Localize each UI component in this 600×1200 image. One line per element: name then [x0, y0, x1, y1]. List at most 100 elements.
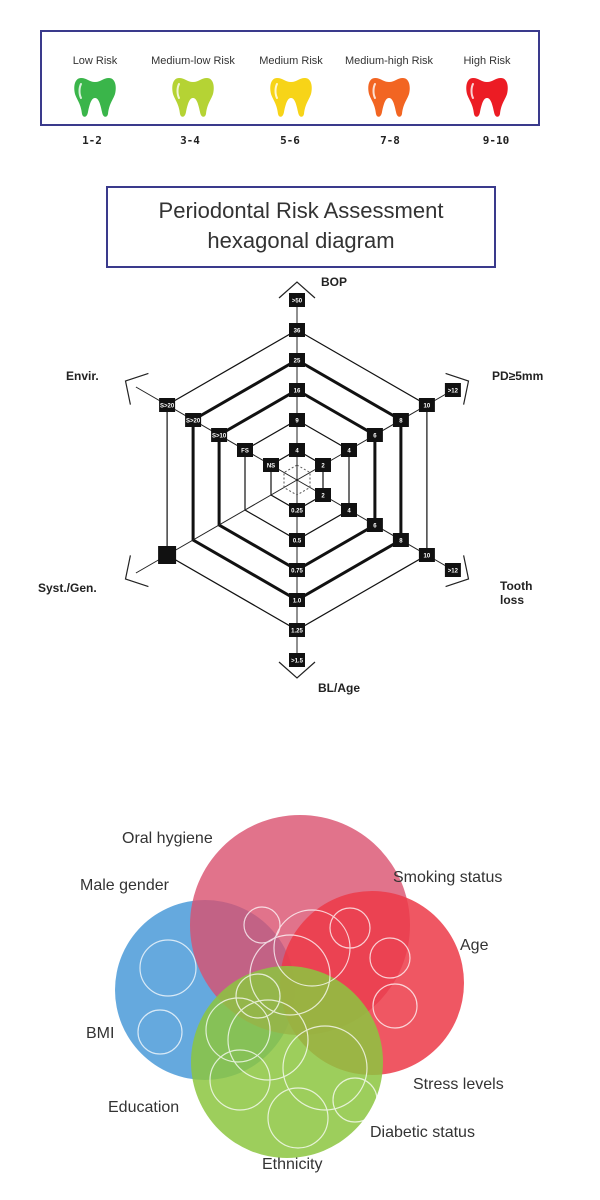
- tick-label: S>20: [160, 404, 175, 410]
- orange-tooth-icon: [368, 78, 410, 117]
- venn-label-male-gender: Male gender: [80, 877, 170, 894]
- hexagon-inner-ring: [283, 464, 311, 496]
- tick-marker: [289, 413, 305, 427]
- tick-label: 10: [424, 554, 431, 560]
- green-tooth-icon: [74, 78, 116, 117]
- risk-label-low: Low Risk: [72, 55, 118, 67]
- tick-marker: [159, 398, 176, 412]
- tick-marker: [289, 323, 305, 337]
- venn-inner-circles: [137, 906, 418, 1149]
- venn-label-oral-hygiene: Oral hygiene: [122, 830, 213, 847]
- tick-label: 4: [347, 449, 351, 455]
- axis-label-envir: Envir.: [66, 369, 99, 383]
- tick-label: 1.0: [293, 599, 302, 605]
- tick-marker: [392, 413, 409, 427]
- venn-label-ethnicity: Ethnicity: [262, 1156, 322, 1173]
- tick-label: 9: [295, 419, 299, 425]
- tick-marker: [185, 413, 202, 427]
- hexagon-title-line2: hexagonal diagram: [207, 228, 395, 253]
- tick-marker: [366, 518, 383, 532]
- tick-label: 2: [321, 464, 325, 470]
- tick-label: 4: [295, 449, 299, 455]
- axis-arrow-icon: [124, 555, 149, 588]
- tick-label: 10: [424, 404, 431, 410]
- tick-marker: [289, 293, 305, 307]
- tick-marker: [418, 548, 435, 562]
- venn-label-diabetic-status: Diabetic status: [370, 1124, 475, 1141]
- axis-label-tooth-loss-2: loss: [500, 593, 524, 607]
- axis-label-bop: BOP: [321, 275, 347, 289]
- hexagon-tick-markers: 49162536>50246810>12246810>120.250.50.75…: [158, 293, 461, 667]
- tick-marker: [211, 428, 228, 442]
- tick-marker: [392, 533, 409, 547]
- axis-label-syst-gen: Syst./Gen.: [38, 581, 97, 595]
- tick-label: 1.25: [291, 629, 303, 635]
- axis-arrow-icon: [445, 372, 470, 405]
- tick-marker: [289, 653, 305, 667]
- risk-item-medium-low: Medium-low Risk: [143, 32, 243, 124]
- risk-item-medium-high: Medium-high Risk: [339, 32, 439, 124]
- tick-label: FS: [241, 449, 249, 455]
- risk-range-high: 9-10: [482, 134, 510, 147]
- tick-marker: [237, 443, 253, 457]
- tick-label: 6: [373, 434, 377, 440]
- tick-marker: [315, 458, 331, 472]
- venn-label-age: Age: [460, 937, 489, 954]
- tick-marker: [418, 398, 435, 412]
- axis-label-pd: PD≥5mm: [492, 369, 543, 383]
- tick-label: >12: [448, 389, 459, 395]
- tick-label: 8: [399, 539, 403, 545]
- tick-label: 25: [294, 359, 301, 365]
- axis-arrow-icon: [278, 661, 316, 679]
- hexagon-title-line1: Periodontal Risk Assessment: [158, 198, 444, 223]
- tick-label: 16: [294, 389, 301, 395]
- axis-arrow-icon: [278, 281, 316, 299]
- risk-label-high: High Risk: [463, 55, 511, 67]
- venn-label-bmi: BMI: [86, 1025, 114, 1042]
- tick-marker: [289, 353, 305, 367]
- axis-label-bl-age: BL/Age: [318, 681, 360, 695]
- risk-legend: Low Risk Medium-low Risk Medium Risk Med…: [40, 30, 540, 126]
- tick-marker: [366, 428, 383, 442]
- tick-label: 0.75: [291, 569, 303, 575]
- tick-label: >1.5: [291, 659, 304, 665]
- tick-marker: [289, 533, 305, 547]
- axis-arrow-icon: [445, 555, 470, 588]
- hexagon-title-box: Periodontal Risk Assessment hexagonal di…: [106, 186, 496, 268]
- risk-label-medium: Medium Risk: [259, 55, 323, 67]
- axis-arrow-icon: [124, 372, 149, 405]
- venn-label-education: Education: [108, 1099, 179, 1116]
- tick-marker: [289, 593, 305, 607]
- risk-item-high: High Risk: [437, 32, 537, 124]
- risk-label-medium-low: Medium-low Risk: [151, 55, 235, 67]
- venn-circle-green: [191, 966, 383, 1158]
- risk-range-medium-high: 7-8: [380, 134, 400, 147]
- tick-label: S>10: [212, 434, 227, 440]
- risk-range-medium-low: 3-4: [180, 134, 200, 147]
- hexagon-axis-arrows: [124, 281, 470, 679]
- tick-label: 0.25: [291, 509, 303, 515]
- tick-marker: [315, 488, 331, 502]
- tick-marker: [289, 623, 305, 637]
- tick-label: 6: [373, 524, 377, 530]
- tick-marker: [444, 383, 461, 397]
- tick-label: 4: [347, 509, 351, 515]
- venn-label-smoking-status: Smoking status: [393, 869, 502, 886]
- risk-label-medium-high: Medium-high Risk: [344, 55, 434, 67]
- tick-label: S>20: [186, 419, 201, 425]
- tick-marker: [341, 443, 357, 457]
- tick-label: NS: [267, 464, 275, 470]
- tick-marker: [289, 383, 305, 397]
- tick-label: >12: [448, 569, 459, 575]
- venn-label-stress-levels: Stress levels: [413, 1076, 504, 1093]
- tick-label: >50: [292, 299, 303, 305]
- risk-range-low: 1-2: [82, 134, 102, 147]
- hexagonal-diagram: 49162536>50246810>12246810>120.250.50.75…: [38, 275, 543, 695]
- syst-gen-marker: [158, 546, 177, 564]
- hexagon-grid: [135, 294, 459, 666]
- yellow-green-tooth-icon: [172, 78, 214, 117]
- risk-item-medium: Medium Risk: [241, 32, 341, 124]
- tick-marker: [289, 503, 305, 517]
- red-tooth-icon: [466, 78, 508, 117]
- tick-label: 0.5: [293, 539, 302, 545]
